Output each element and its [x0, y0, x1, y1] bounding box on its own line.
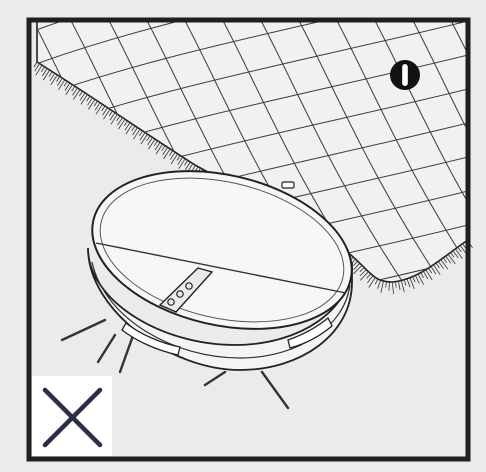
- incorrect-verdict: [32, 376, 112, 456]
- front-sensor: [282, 182, 294, 188]
- rug-grid-line: [0, 15, 28, 290]
- exclamation-badge-icon: [390, 60, 420, 90]
- rug-grid-line: [20, 0, 480, 2]
